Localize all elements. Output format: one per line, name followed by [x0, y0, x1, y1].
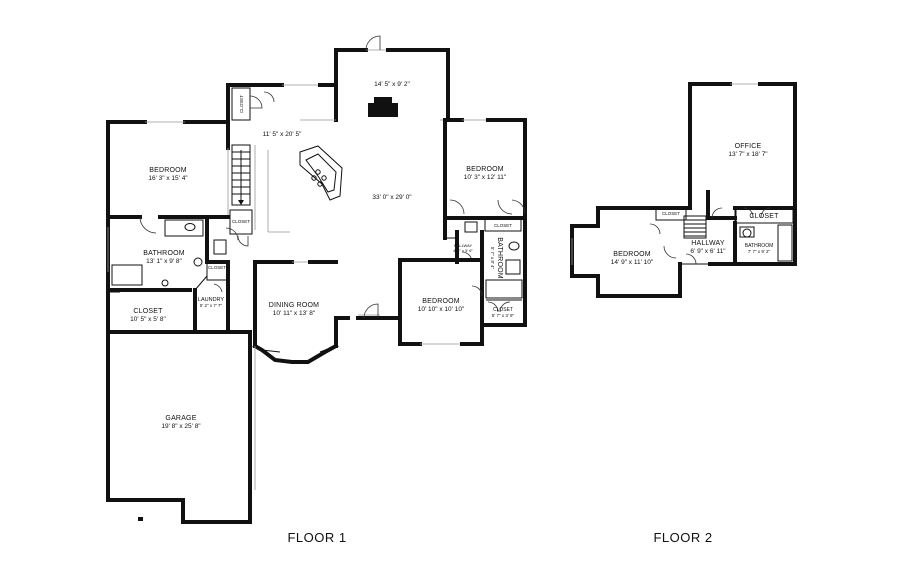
entry-closet-box [231, 87, 251, 121]
garage-dims: 19' 8" x 25' 8" [161, 423, 201, 430]
closet-entry-name: CLOSET [239, 95, 244, 113]
laundry-dims: 5' 2" x 7' 7" [200, 303, 223, 308]
closet-small-2-name: CLOSET [208, 265, 226, 270]
porch-walls [334, 35, 450, 122]
closet-bath-e-walls [464, 218, 522, 233]
hallway-f2-dims: 6' 9" x 6' 11" [690, 248, 726, 255]
floor-1-label: FLOOR 1 [287, 530, 346, 545]
laundry-name: LAUNDRY [198, 297, 225, 303]
floor-2-plan [570, 82, 797, 298]
stairs-f2-icon [683, 215, 707, 239]
living-walls [226, 83, 338, 121]
laundry-walls [193, 227, 239, 334]
closet-se-name: CLOSET [493, 307, 513, 313]
dining-name: DINING ROOM [269, 302, 319, 309]
bathroom-f2-name: BATHROOM [745, 243, 774, 249]
bathroom-w-walls [106, 215, 209, 292]
closet-stairs [229, 209, 253, 247]
bathroom-w-dims: 13' 1" x 9' 8" [146, 258, 182, 265]
porch-dims: 14' 5" x 9' 2" [374, 81, 410, 88]
stairs-icon [231, 144, 256, 230]
office-walls [688, 82, 797, 266]
bedroom-f2-name: BEDROOM [613, 251, 651, 258]
closet-se-dims: 5' 7" x 3' 9" [492, 313, 515, 318]
office-name: OFFICE [735, 143, 762, 150]
bedroom-nw-name: BEDROOM [149, 167, 187, 174]
bedroom-se-dims: 10' 10" x 10' 10" [418, 306, 465, 313]
closet-w-walls [106, 288, 197, 334]
bedroom-ne-dims: 10' 3" x 12' 11" [464, 174, 507, 181]
bedroom-se-name: BEDROOM [422, 298, 460, 305]
bathroom-e-dims: 5' 7" x 8' 4" [490, 247, 495, 270]
floor-1-plan [106, 35, 527, 524]
dining-dims: 10' 11" x 13' 8" [273, 310, 316, 317]
great-room-dims: 33' 0" x 29' 0" [372, 194, 412, 201]
dining-room-walls [252, 260, 402, 364]
bathroom-e-name: BATHROOM [496, 237, 503, 279]
closet-f2-small-name: CLOSET [662, 211, 680, 216]
bedroom-f2-dims: 14' 9" x 11' 10" [611, 259, 654, 266]
closet-small-1-name: CLOSET [232, 219, 250, 224]
closet-w-name: CLOSET [133, 308, 163, 315]
living-dims: 11' 5" x 20' 5" [263, 131, 302, 138]
kitchen-island [267, 145, 343, 233]
bedroom-f2-walls [570, 206, 710, 298]
hallway-f2-name: HALLWAY [691, 240, 725, 247]
garage-walls [106, 330, 256, 524]
bedroom-ne-name: BEDROOM [466, 166, 504, 173]
office-dims: 13' 7" x 18' 7" [728, 151, 768, 158]
bedroom-ne-walls [443, 118, 527, 234]
closet-f2-name: CLOSET [749, 213, 779, 220]
bathroom-e-walls [471, 230, 527, 327]
bedroom-nw-walls [106, 83, 230, 219]
bathroom-f2-walls [708, 221, 797, 266]
bedroom-nw-dims: 16' 3" x 15' 4" [148, 175, 188, 182]
hallway-f1-dims: 4' 2" x 5' 6" [453, 248, 473, 253]
fireplace-icon [368, 103, 398, 117]
closet-bath-e-name: CLOSET [494, 223, 512, 228]
bathroom-f2-dims: 7' 7" x 9' 2" [748, 249, 771, 254]
closet-f2-walls [735, 208, 794, 224]
bedroom-se-walls [398, 258, 484, 346]
bathroom-w-name: BATHROOM [143, 250, 185, 257]
closet-w-dims: 10' 5" x 5' 8" [130, 316, 166, 323]
hallway-f1-name: HALLWAY [454, 243, 473, 248]
closet-se-walls [480, 299, 527, 327]
garage-name: GARAGE [165, 415, 196, 422]
floor-2-label: FLOOR 2 [653, 530, 712, 545]
room-labels: BEDROOM 16' 3" x 15' 4" CLOSET 11' 5" x … [130, 81, 779, 430]
